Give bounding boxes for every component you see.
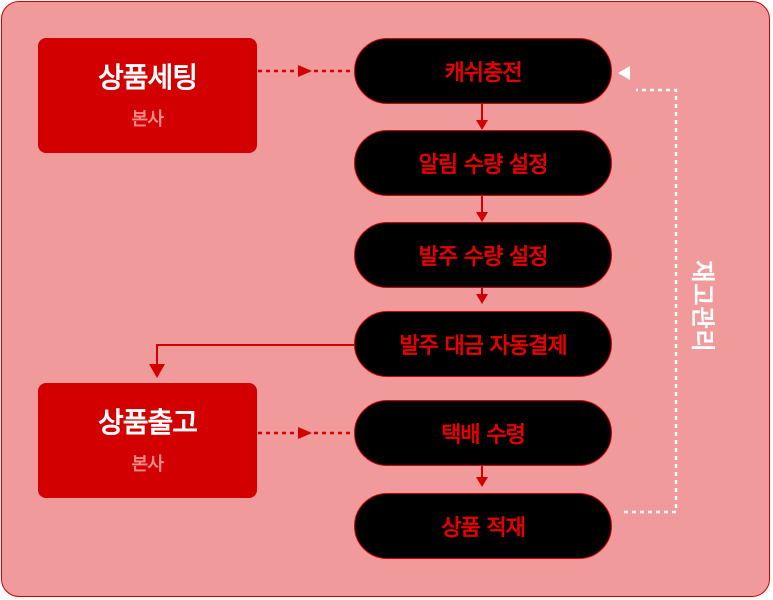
- step-delivery-receipt: 택배 수령: [354, 400, 612, 466]
- step-auto-payment: 발주 대금 자동결제: [354, 311, 612, 377]
- flow-arrow-2: [476, 196, 488, 222]
- return-loop-arrow: [618, 66, 678, 514]
- arrowhead-setting: [298, 65, 312, 77]
- setting-box: 상품세팅 본사: [38, 38, 257, 153]
- flow-arrow-1: [476, 104, 488, 130]
- shipping-box: 상품출고 본사: [38, 383, 257, 498]
- flow-arrow-3: [476, 288, 488, 304]
- setting-subtitle: 본사: [131, 108, 164, 130]
- step-product-loading: 상품 적재: [354, 493, 612, 559]
- inventory-management-label: 재고관리: [688, 259, 717, 353]
- shipping-subtitle: 본사: [131, 453, 164, 475]
- step-order-quantity: 발주 수량 설정: [354, 222, 612, 288]
- flow-arrow-5: [476, 466, 488, 487]
- step-alert-quantity: 알림 수량 설정: [354, 130, 612, 196]
- setting-title: 상품세팅: [97, 60, 198, 94]
- step-cash-charge: 캐쉬충전: [354, 38, 612, 104]
- inventory-management-label-wrapper: 재고관리: [682, 246, 728, 366]
- arrowhead-shipping: [298, 427, 312, 439]
- shipping-title: 상품출고: [97, 405, 198, 439]
- elbow-connector-payment-to-shipping: [149, 344, 354, 378]
